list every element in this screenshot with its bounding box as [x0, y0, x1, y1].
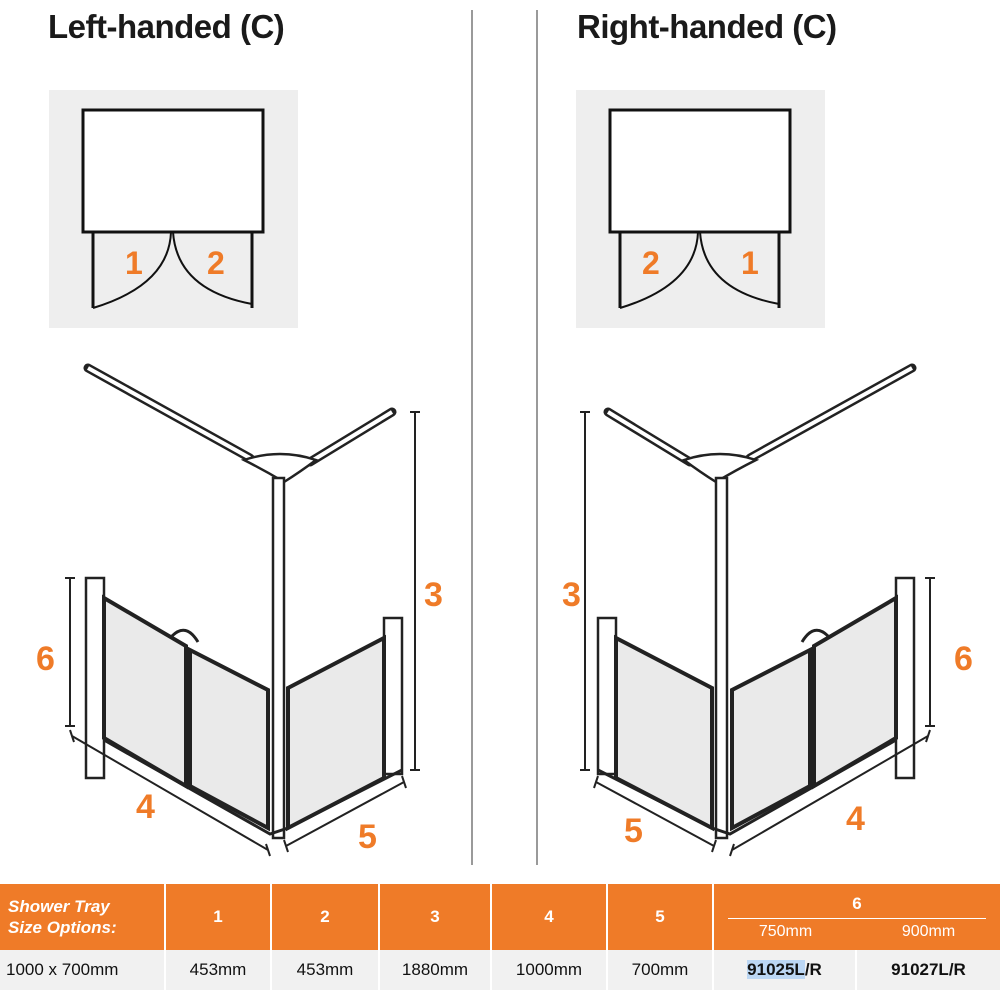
right-plan-view: 2 1 — [576, 90, 825, 328]
left-enclosure-diagram: 3 6 4 5 — [36, 363, 443, 857]
left-door-label-1: 1 — [125, 245, 143, 281]
right-door-label-1: 1 — [741, 245, 759, 281]
left-dim-6: 6 — [36, 640, 55, 678]
left-dim-3: 3 — [424, 576, 443, 614]
left-dim-4: 4 — [136, 788, 155, 826]
left-plan-view: 1 2 — [49, 90, 298, 328]
cell-col-1: 453mm — [165, 950, 272, 990]
cell-code-750: 91025L/R — [713, 950, 857, 990]
section-divider-right — [536, 10, 538, 865]
header-col-6-750: 750mm — [758, 922, 813, 940]
header-col-5: 5 — [607, 884, 714, 950]
header-col-4: 4 — [491, 884, 608, 950]
right-dim-4: 4 — [846, 800, 865, 838]
right-dim-3: 3 — [562, 576, 581, 614]
table-row: 1000 x 700mm 453mm 453mm 1880mm 1000mm 7… — [0, 950, 1000, 990]
header-col-1: 1 — [165, 884, 272, 950]
code-750-highlight: 91025L — [747, 960, 805, 979]
left-dim-5: 5 — [358, 818, 377, 856]
cell-col-5: 700mm — [607, 950, 714, 990]
cell-col-2: 453mm — [271, 950, 380, 990]
right-dim-5: 5 — [624, 812, 643, 850]
cell-col-3: 1880mm — [379, 950, 492, 990]
header-col-6-label: 6 — [728, 894, 986, 919]
left-handed-title: Left-handed (C) — [48, 8, 285, 45]
header-col-6-900: 900mm — [901, 922, 956, 940]
right-door-label-2: 2 — [642, 245, 660, 281]
left-door-label-2: 2 — [207, 245, 225, 281]
header-col-3: 3 — [379, 884, 492, 950]
right-enclosure-diagram: 3 6 4 5 — [562, 363, 973, 857]
cell-size: 1000 x 700mm — [0, 950, 166, 990]
header-col-2: 2 — [271, 884, 380, 950]
section-divider-left — [471, 10, 473, 865]
right-dim-6: 6 — [954, 640, 973, 678]
cell-col-4: 1000mm — [491, 950, 608, 990]
cell-code-900: 91027L/R — [856, 950, 1000, 990]
right-handed-title: Right-handed (C) — [577, 8, 837, 45]
header-col-6: 6 750mm 900mm — [713, 884, 1000, 950]
